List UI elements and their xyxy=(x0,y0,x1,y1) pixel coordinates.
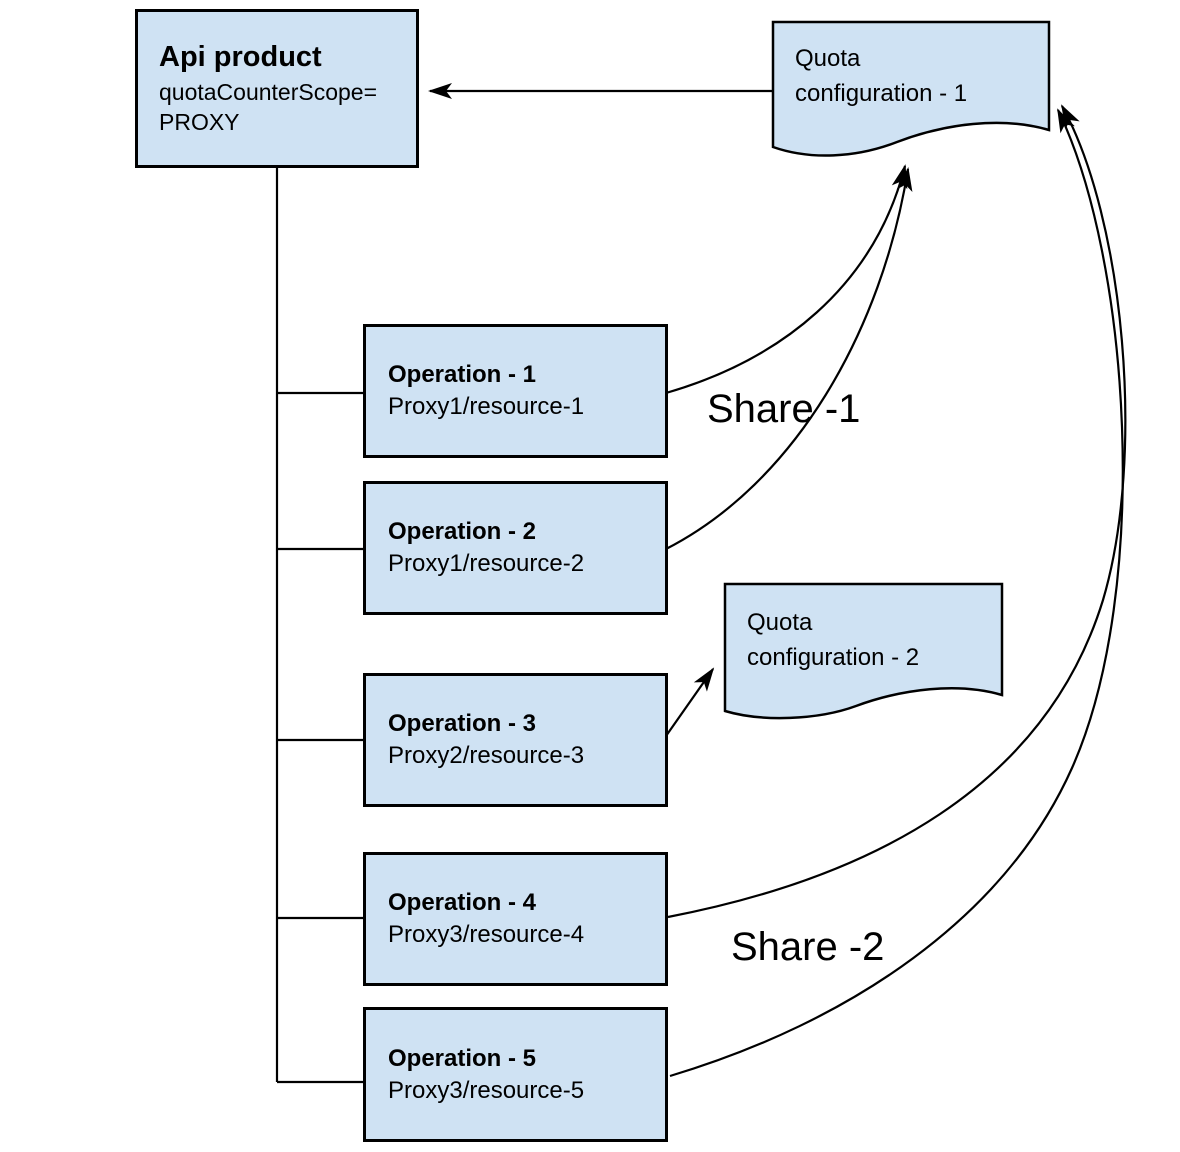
arrow-op4-to-quota1 xyxy=(667,104,1127,919)
node-operation-1: Operation - 1 Proxy1/resource-1 xyxy=(363,324,668,458)
operation-4-path: Proxy3/resource-4 xyxy=(388,921,585,948)
label-share-1: Share -1 xyxy=(707,387,861,431)
node-operation-5: Operation - 5 Proxy3/resource-5 xyxy=(363,1007,668,1142)
node-operation-2: Operation - 2 Proxy1/resource-2 xyxy=(363,481,668,615)
node-operation-3: Operation - 3 Proxy2/resource-3 xyxy=(363,673,668,807)
operation-3-path: Proxy2/resource-3 xyxy=(388,742,585,769)
label-quota-config-2: Quota configuration - 2 xyxy=(747,605,919,675)
arrow-op2-to-quota1 xyxy=(665,167,913,550)
api-product-subtitle-line1: quotaCounterScope= xyxy=(159,79,378,105)
operation-1-title: Operation - 1 xyxy=(388,361,537,388)
operation-2-path: Proxy1/resource-2 xyxy=(388,550,585,577)
connector-tree-api-to-operations xyxy=(275,167,365,1084)
node-api-product: Api product quotaCounterScope= PROXY xyxy=(135,9,419,168)
quota-config-1-line2: configuration - 1 xyxy=(795,80,968,107)
api-product-title: Api product xyxy=(159,41,322,73)
quota-config-2-line1: Quota xyxy=(747,609,813,636)
api-product-subtitle-line2: PROXY xyxy=(159,109,240,135)
operation-1-path: Proxy1/resource-1 xyxy=(388,393,585,420)
node-operation-4: Operation - 4 Proxy3/resource-4 xyxy=(363,852,668,986)
arrow-op3-to-quota2 xyxy=(665,667,715,737)
quota-config-1-line1: Quota xyxy=(795,45,861,72)
label-quota-config-1: Quota configuration - 1 xyxy=(795,41,967,111)
operation-5-title: Operation - 5 xyxy=(388,1044,537,1072)
arrow-op5-to-quota1 xyxy=(669,108,1124,1078)
arrow-op1-to-quota1 xyxy=(665,164,908,395)
operation-3-title: Operation - 3 xyxy=(388,710,537,737)
operation-4-title: Operation - 4 xyxy=(388,889,537,916)
quota-config-2-line2: configuration - 2 xyxy=(747,644,920,671)
operation-5-path: Proxy3/resource-5 xyxy=(388,1076,585,1104)
operation-2-title: Operation - 2 xyxy=(388,518,537,545)
doc-quota-config-1 xyxy=(771,20,1051,157)
doc-quota-config-2 xyxy=(723,582,1004,720)
label-share-2: Share -2 xyxy=(731,925,885,969)
